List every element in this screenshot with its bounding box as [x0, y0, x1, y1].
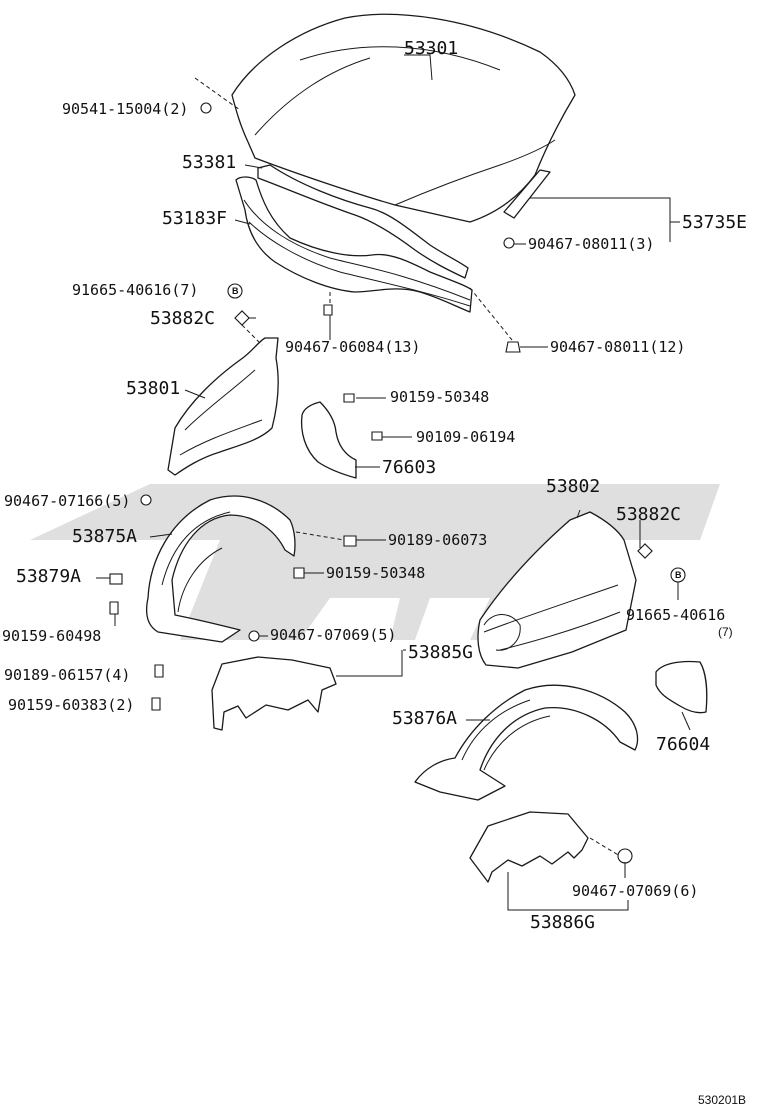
label-clip-support: 90467-06084(13) [285, 338, 420, 356]
left-mudguard [300, 401, 357, 479]
right-fender [477, 511, 637, 669]
label-left-mudguard: 76603 [382, 457, 436, 478]
label-side-seal: 53735E [682, 212, 747, 233]
bolt-marker-left: B [227, 283, 243, 299]
bolt-marker-right: B [670, 567, 686, 583]
label-hood-bolt: 90541-15004(2) [62, 100, 188, 118]
label-screw-right: 91665-40616 [626, 606, 725, 624]
side-seal-strip [503, 169, 551, 219]
left-lower-cover [211, 656, 337, 731]
label-left-lower-cover: 53885G [408, 642, 473, 663]
label-screw-upper-left: 91665-40616(7) [72, 281, 198, 299]
figure-code: 530201B [698, 1093, 746, 1107]
label-pad-right: 53882C [616, 504, 681, 525]
label-hood: 53301 [404, 38, 458, 59]
label-front-seal: 53381 [182, 152, 236, 173]
label-pad-left: 53882C [150, 308, 215, 329]
label-clip-support-right: 90467-08011(12) [550, 338, 685, 356]
label-screw-liner-left: 90467-07166(5) [4, 492, 130, 510]
label-clip-seal-side: 90467-08011(3) [528, 235, 654, 253]
front-seal-strip [257, 164, 469, 279]
svg-text:B: B [675, 570, 682, 580]
label-right-mudguard: 76604 [656, 734, 710, 755]
hood-panel [231, 13, 576, 223]
label-bolt-liner-2: 90159-50348 [326, 564, 425, 582]
right-lower-cover [469, 811, 589, 883]
label-bolt-liner-lower-3: 90159-60383(2) [8, 696, 134, 714]
label-bolt-mud-1: 90159-50348 [390, 388, 489, 406]
part-labels: 53301 90541-15004(2) 53381 53183F 53735E… [2, 38, 747, 1107]
fasteners [109, 102, 653, 864]
left-fender-liner [145, 495, 296, 643]
label-screw-right-qty: (7) [718, 625, 733, 639]
label-clip-cover-left: 90467-07069(5) [270, 626, 396, 644]
label-clip-liner-left: 53879A [16, 566, 81, 587]
leader-lines [96, 54, 691, 911]
label-bolt-liner-lower-2: 90189-06157(4) [4, 666, 130, 684]
left-fender [167, 337, 279, 476]
label-left-liner: 53875A [72, 526, 137, 547]
label-bolt-liner: 90189-06073 [388, 531, 487, 549]
label-right-liner: 53876A [392, 708, 457, 729]
label-right-fender: 53802 [546, 476, 600, 497]
label-bolt-mud-2: 90109-06194 [416, 428, 515, 446]
label-left-fender: 53801 [126, 378, 180, 399]
label-bolt-liner-left-lower: 90159-60498 [2, 627, 101, 645]
label-clip-cover-right: 90467-07069(6) [572, 882, 698, 900]
hood-support-bar [235, 176, 473, 313]
label-hood-support: 53183F [162, 208, 227, 229]
right-mudguard [655, 660, 708, 714]
label-right-lower-cover: 53886G [530, 912, 595, 933]
right-fender-liner [414, 684, 639, 801]
svg-text:B: B [232, 286, 239, 296]
